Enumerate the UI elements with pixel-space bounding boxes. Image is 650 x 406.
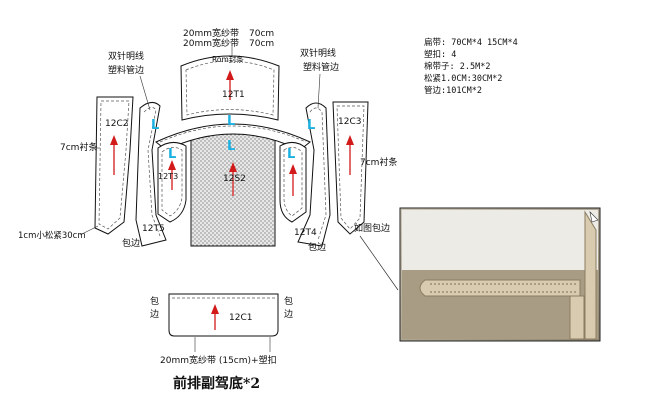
bind-label-right: 包边 <box>308 241 326 253</box>
bottom-bind-left-2: 边 <box>150 309 159 320</box>
panel-12t1 <box>180 55 280 121</box>
part-label-12s2: 12S2 <box>223 174 246 184</box>
left-note-double-stitch: 双针明线 <box>108 50 144 62</box>
panel-12t3 <box>157 142 187 223</box>
panel-12c3 <box>332 101 369 235</box>
grain-mark-left-a: L <box>151 118 159 133</box>
top-tape-label-2: 20mm宽纱带 <box>183 37 239 49</box>
bind-detail-label: 如图包边 <box>354 222 390 234</box>
top-tape-label-1: 20mm宽纱带 <box>183 27 239 39</box>
right-note-plastic-piping: 塑料管边 <box>303 61 339 73</box>
grain-mark-top: L <box>227 114 235 129</box>
spec-line: 塑扣: 4 <box>424 49 456 60</box>
part-label-12t4: 12T4 <box>294 228 317 238</box>
bottom-bind-right-1: 包 <box>284 295 293 307</box>
right-note-double-stitch: 双针明线 <box>300 47 336 59</box>
grain-mark-right-b: L <box>287 147 295 162</box>
binding-detail-photo <box>399 207 601 342</box>
leader-line <box>317 73 321 109</box>
bottom-bind-right-2: 边 <box>284 309 293 320</box>
spec-block: 扁带: 70CM*4 15CM*4 塑扣: 4 棉带子: 2.5M*2 松紧1.… <box>424 37 518 96</box>
part-label-12c2: 12C2 <box>105 119 128 129</box>
leader-line <box>139 75 151 111</box>
top-dim-label-2: 70cm <box>249 39 274 49</box>
part-label-12c1: 12C1 <box>229 313 252 323</box>
leader-line-to-photo <box>359 235 399 291</box>
part-label-12c3: 12C3 <box>338 117 361 127</box>
bolster-band <box>155 123 311 151</box>
spec-line: 管边:101CM*2 <box>424 85 482 96</box>
grain-mark-right-a: L <box>307 118 315 133</box>
grain-mark-seat: L <box>227 139 235 154</box>
left-note-plastic-piping: 塑料管边 <box>108 64 144 76</box>
spec-line: 松紧1.0CM:30CM*2 <box>424 73 502 84</box>
top-dim-label-1: 70cm <box>249 29 274 39</box>
spec-line: 扁带: 70CM*4 15CM*4 <box>424 37 518 48</box>
part-label-12t1: 12T1 <box>222 90 245 100</box>
panel-12t4 <box>297 102 331 247</box>
grain-mark-left-b: L <box>168 147 176 162</box>
spec-line: 棉带子: 2.5M*2 <box>424 61 490 72</box>
diagram-title: 前排副驾底*2 <box>173 375 260 392</box>
left-strip-label: 7cm衬条 <box>60 141 97 153</box>
bottom-tape-label: 20mm宽纱带 (15cm)+塑扣 <box>160 354 277 366</box>
top-tag-label: Rom封条 <box>212 54 244 64</box>
leader-line <box>79 225 99 236</box>
panel-12c1 <box>168 293 279 337</box>
panel-12t5 <box>135 102 167 247</box>
elastic-label: 1cm小松紧30cm <box>18 230 86 241</box>
part-label-12t3: 12T3 <box>158 172 178 181</box>
bottom-bind-left-1: 包 <box>150 295 159 307</box>
part-label-12t5: 12T5 <box>142 224 165 234</box>
right-strip-label: 7cm衬条 <box>360 156 397 168</box>
panel-right-inner <box>279 142 307 223</box>
panel-12c2 <box>94 96 134 235</box>
bind-label-left: 包边 <box>122 237 140 249</box>
